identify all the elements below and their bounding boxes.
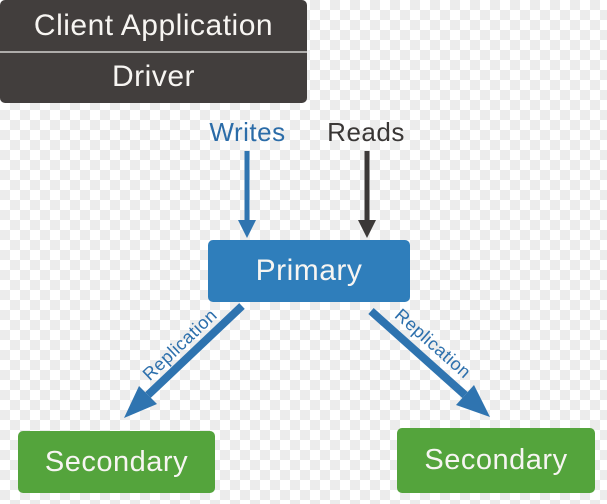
secondary-node-right: Secondary [397, 428, 595, 493]
reads-label: Reads [327, 117, 405, 147]
primary-label: Primary [255, 254, 363, 287]
replication-arrow-left: Replication [124, 303, 245, 418]
secondary-left-label: Secondary [44, 445, 189, 478]
secondary-right-label: Secondary [424, 444, 568, 476]
replication-arrow-left-shaft [145, 303, 245, 398]
replication-label-right: Replication [391, 305, 475, 383]
replication-arrow-right-shaft [368, 308, 468, 398]
replication-label-left: Replication [139, 305, 221, 385]
driver-label: Driver [112, 60, 195, 93]
writes-label: Writes [209, 117, 286, 147]
secondary-node-left: Secondary [18, 431, 215, 493]
reads-arrow [358, 151, 376, 238]
primary-node: Primary [208, 240, 410, 302]
client-application-box: Client Application Driver [0, 0, 307, 103]
replication-arrow-left-head [124, 386, 157, 418]
replication-arrow-right: Replication [368, 305, 490, 417]
reads-arrow-head [358, 220, 376, 238]
writes-arrow-head [238, 220, 256, 238]
replication-arrow-right-head [456, 385, 490, 417]
client-application-label: Client Application [0, 0, 307, 53]
writes-arrow [238, 151, 256, 238]
